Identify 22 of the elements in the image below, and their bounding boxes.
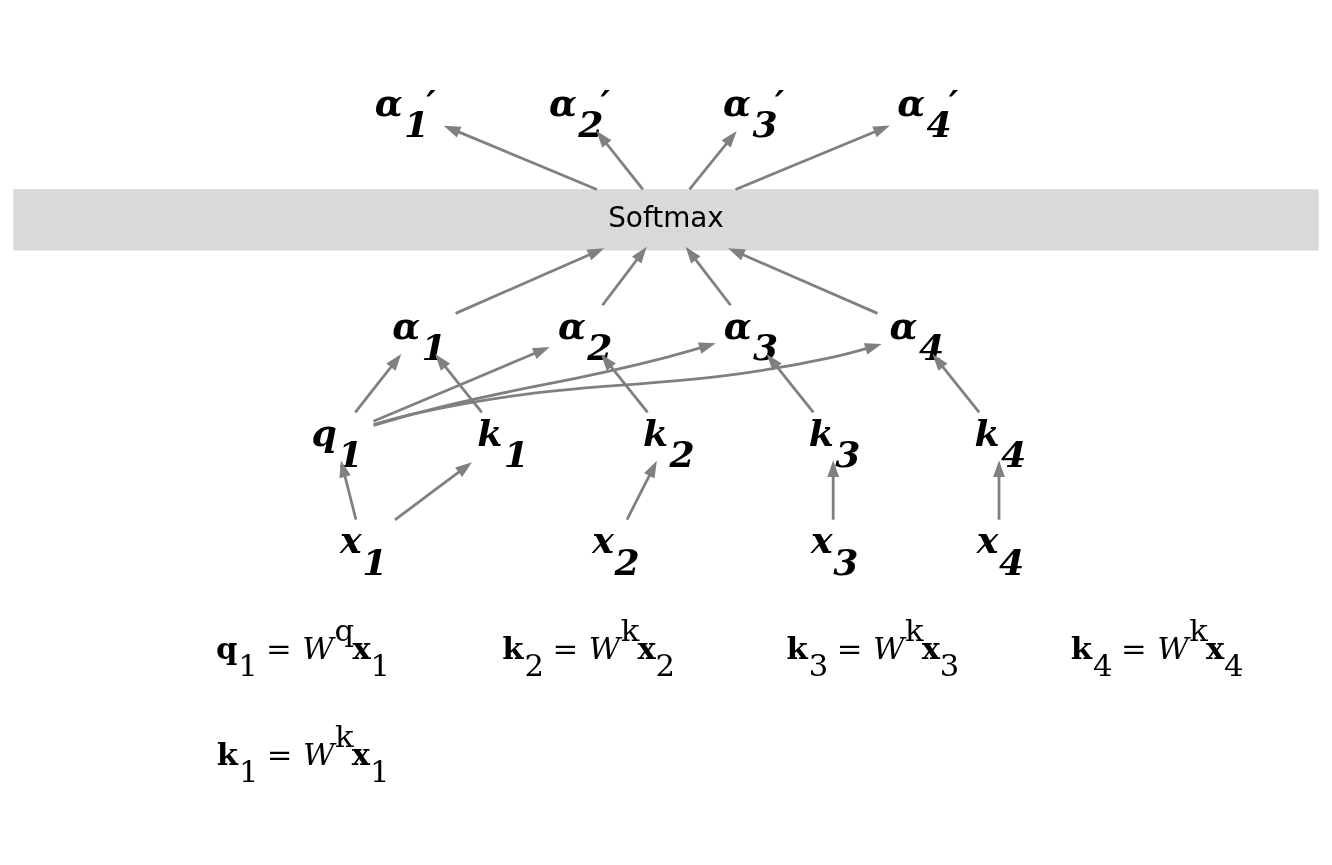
arrow (354, 353, 402, 413)
arrow (394, 461, 472, 521)
arrow (734, 125, 890, 191)
arrow (993, 459, 1005, 520)
arrow (443, 125, 598, 191)
arrow (932, 353, 981, 413)
arrow (373, 341, 716, 427)
arrow (372, 346, 550, 423)
arrow (766, 353, 815, 413)
node-box: Softmax (13, 188, 1319, 250)
arrow (596, 130, 644, 190)
arrow (728, 247, 879, 315)
arrow (688, 130, 737, 190)
arrow (339, 459, 358, 520)
arrow (685, 246, 732, 306)
arrow (435, 353, 483, 413)
arrow (625, 460, 657, 520)
arrow (600, 353, 649, 413)
arrow (373, 342, 882, 426)
arrow (827, 459, 840, 520)
arrow (455, 247, 605, 315)
arrow (601, 246, 647, 306)
